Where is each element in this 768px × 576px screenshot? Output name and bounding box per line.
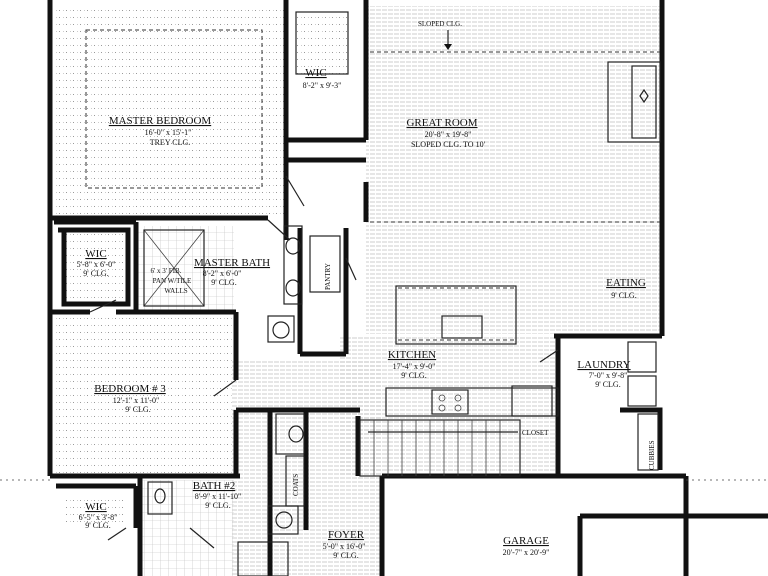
master-bath-name: MASTER BATH <box>194 257 270 269</box>
garage-dims: 20'-7" x 20'-9" <box>503 548 550 557</box>
wic-master-name: WIC <box>305 67 326 79</box>
master-bath-dims: 8'-2" x 6'-0" <box>203 269 242 278</box>
garage-name: GARAGE <box>503 535 549 547</box>
bath2-ceiling: 9' CLG. <box>205 501 230 510</box>
laundry-dims: 7'-0" x 9'-8" <box>589 371 628 380</box>
bedroom3-ceiling: 9' CLG. <box>125 405 150 414</box>
pantry-name: PANTRY <box>324 263 332 290</box>
floor-textures <box>54 6 662 576</box>
wic-left-ceiling: 9' CLG. <box>83 269 108 278</box>
kitchen-counter <box>385 387 559 417</box>
bath2-sink <box>147 481 173 515</box>
eating-ceiling: 9' CLG. <box>611 291 636 300</box>
kitchen-ceiling: 9' CLG. <box>401 371 426 380</box>
master-bedroom-dims: 16'-0" x 15'-1" <box>145 128 192 137</box>
walls <box>47 0 768 576</box>
kitchen-sink <box>441 315 483 339</box>
eating-name: EATING <box>606 277 646 289</box>
wic-bottom-dims: 6'-5" x 3'-8" <box>79 513 118 522</box>
toilet-bath2 <box>267 505 299 535</box>
shower-line3: WALLS <box>164 287 187 295</box>
foyer-dims: 5'-0" x 16'-0" <box>323 542 366 551</box>
laundry-name: LAUNDRY <box>577 359 630 371</box>
foyer-name: FOYER <box>328 529 365 541</box>
wic-bottom-ceiling: 9' CLG. <box>85 521 110 530</box>
range <box>431 389 469 415</box>
wic-left-name: WIC <box>85 248 106 260</box>
shower-line2: PAN W/TILE <box>153 277 192 285</box>
sloped-clg-label: SLOPED CLG. <box>418 20 462 28</box>
kitchen-dims: 17'-4" x 9'-0" <box>393 362 436 371</box>
toilet-master <box>267 315 295 343</box>
washer <box>627 341 657 373</box>
great-room-dims: 20'-8" x 19'-8" <box>425 130 472 139</box>
kitchen-island <box>395 285 517 345</box>
great-room-ceiling: SLOPED CLG. TO 10' <box>411 140 486 149</box>
wic-bench <box>295 11 349 75</box>
master-bedroom-ceiling: TREY CLG. <box>150 138 191 147</box>
bedroom3-dims: 12'-1" x 11'-0" <box>113 396 159 405</box>
doors <box>89 175 559 549</box>
labels: SLOPED CLG. MASTER BEDROOM 16'-0" x 15'-… <box>77 20 656 560</box>
great-room-name: GREAT ROOM <box>406 117 477 129</box>
fridge <box>511 385 553 417</box>
wic-master-dims: 8'-2" x 9'-3" <box>303 81 342 90</box>
ceiling-lines <box>85 29 660 341</box>
dryer <box>627 375 657 407</box>
slope-arrow <box>444 30 452 50</box>
pantry-shelf <box>309 235 341 293</box>
foyer-ceiling: 9' CLG. <box>333 551 358 560</box>
tub <box>237 541 289 576</box>
vanity <box>283 225 303 305</box>
wic-bottom-name: WIC <box>85 501 106 513</box>
bath2-name: BATH #2 <box>193 480 235 492</box>
fireplace <box>607 61 661 143</box>
master-bedroom-name: MASTER BEDROOM <box>109 115 212 127</box>
bedroom3-name: BEDROOM # 3 <box>94 383 166 395</box>
stairs <box>359 419 521 477</box>
fixtures <box>143 11 661 576</box>
master-bath-ceiling: 9' CLG. <box>211 278 236 287</box>
bath2-vanity <box>275 413 305 455</box>
coats-closet <box>285 455 305 507</box>
bath2-dims: 8'-9" x 11'-10" <box>195 492 241 501</box>
coats-name: COATS <box>292 474 300 496</box>
shower-x <box>143 229 205 307</box>
cubbies-name: CUBBIES <box>648 440 656 470</box>
laundry-ceiling: 9' CLG. <box>595 380 620 389</box>
cubbies-box <box>637 413 659 471</box>
wic-left-dims: 5'-8" x 6'-0" <box>77 260 116 269</box>
kitchen-name: KITCHEN <box>388 349 436 361</box>
closet-name: CLOSET <box>522 429 549 437</box>
shower-line1: 6' x 3' FIB. <box>151 267 182 275</box>
